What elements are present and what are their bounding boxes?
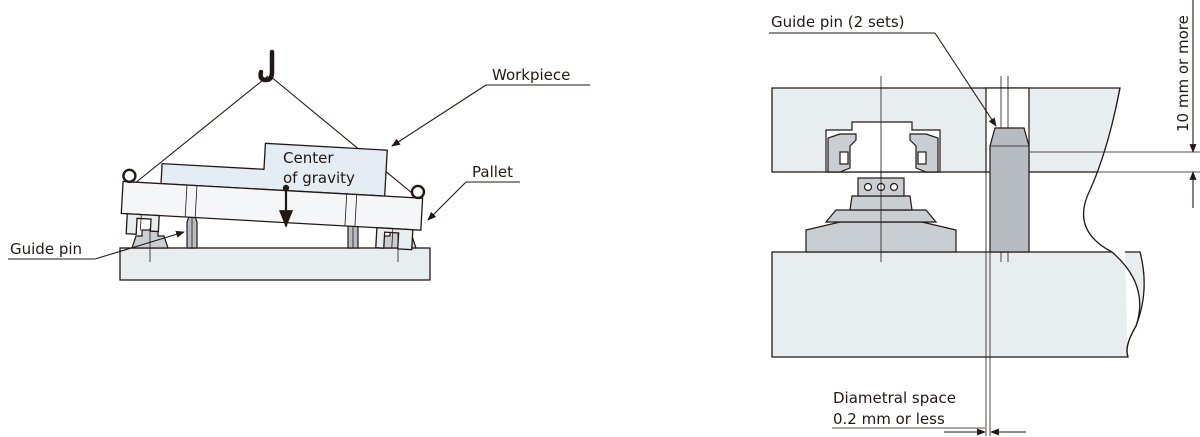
lower-block xyxy=(771,251,1145,358)
pallet-label: Pallet xyxy=(472,163,513,181)
guide-pin-set xyxy=(989,127,1030,253)
center-label: Center xyxy=(283,149,334,167)
space-label-line2: 0.2 mm or less xyxy=(833,410,945,428)
break-line xyxy=(1082,87,1141,358)
wire-rope-right xyxy=(269,75,419,199)
base-plate xyxy=(119,247,431,281)
lifting-eye-right xyxy=(410,184,426,200)
wire-rope-left xyxy=(128,75,269,189)
lifting-eye-left xyxy=(122,168,137,184)
clearance-label: 10 mm or more xyxy=(1174,15,1192,132)
guide-pin-label: Guide pin xyxy=(10,240,82,258)
center-of-gravity-dot xyxy=(282,184,290,192)
lifting-diagram: Center of gravity Workpiece Pallet Guide… xyxy=(8,49,590,281)
crane-hook-icon xyxy=(258,49,275,83)
clamp-jaw-left xyxy=(827,133,857,173)
clamp-jaw-right xyxy=(909,133,939,173)
workpiece-label: Workpiece xyxy=(492,66,570,84)
pallet-assembly xyxy=(120,142,426,251)
clamp-body xyxy=(805,170,957,253)
guide-pin-detail-diagram: Guide pin (2 sets) 10 mm or more Diametr… xyxy=(769,0,1200,436)
guide-pin-sets-label: Guide pin (2 sets) xyxy=(771,13,905,31)
pallet-clamp-right xyxy=(375,227,414,251)
pallet-clamp-left xyxy=(125,213,160,235)
space-label-line1: Diametral space xyxy=(833,389,956,407)
upper-block xyxy=(771,87,1121,173)
gravity-label: of gravity xyxy=(283,169,355,187)
